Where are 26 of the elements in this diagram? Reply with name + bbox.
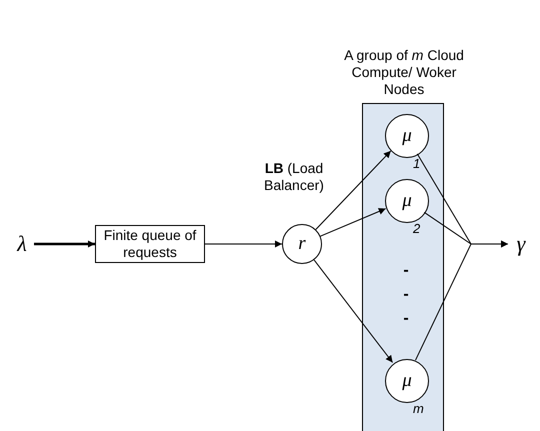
index-subscript: 2 bbox=[413, 220, 422, 237]
ellipsis-dash: - bbox=[402, 286, 410, 303]
symbol-label: r bbox=[298, 233, 306, 255]
server-circle bbox=[385, 114, 429, 158]
process-box bbox=[95, 225, 205, 263]
box-label: Finite queue of requests bbox=[102, 227, 198, 261]
symbol-label: λ bbox=[17, 231, 27, 257]
server-circle bbox=[385, 359, 429, 403]
ellipsis-dash: - bbox=[402, 310, 410, 327]
index-subscript: 1 bbox=[413, 155, 422, 172]
server-circle bbox=[282, 224, 322, 264]
symbol-label: μ bbox=[402, 370, 412, 392]
server-circle bbox=[385, 179, 429, 223]
arrow bbox=[314, 259, 394, 363]
symbol-label: γ bbox=[516, 231, 526, 257]
symbol-label: μ bbox=[402, 190, 412, 212]
group-heading: A group of m Cloud Compute/ Woker Nodes bbox=[343, 47, 465, 98]
node-caption: LB (Load Balancer) bbox=[263, 160, 325, 194]
ellipsis-dash: - bbox=[402, 262, 410, 279]
arrow bbox=[415, 240, 508, 361]
symbol-label: μ bbox=[402, 125, 412, 147]
index-subscript: m bbox=[413, 400, 425, 417]
arrow bbox=[315, 150, 392, 230]
arrow bbox=[320, 208, 386, 237]
arrow bbox=[34, 240, 95, 248]
arrow bbox=[204, 240, 282, 248]
